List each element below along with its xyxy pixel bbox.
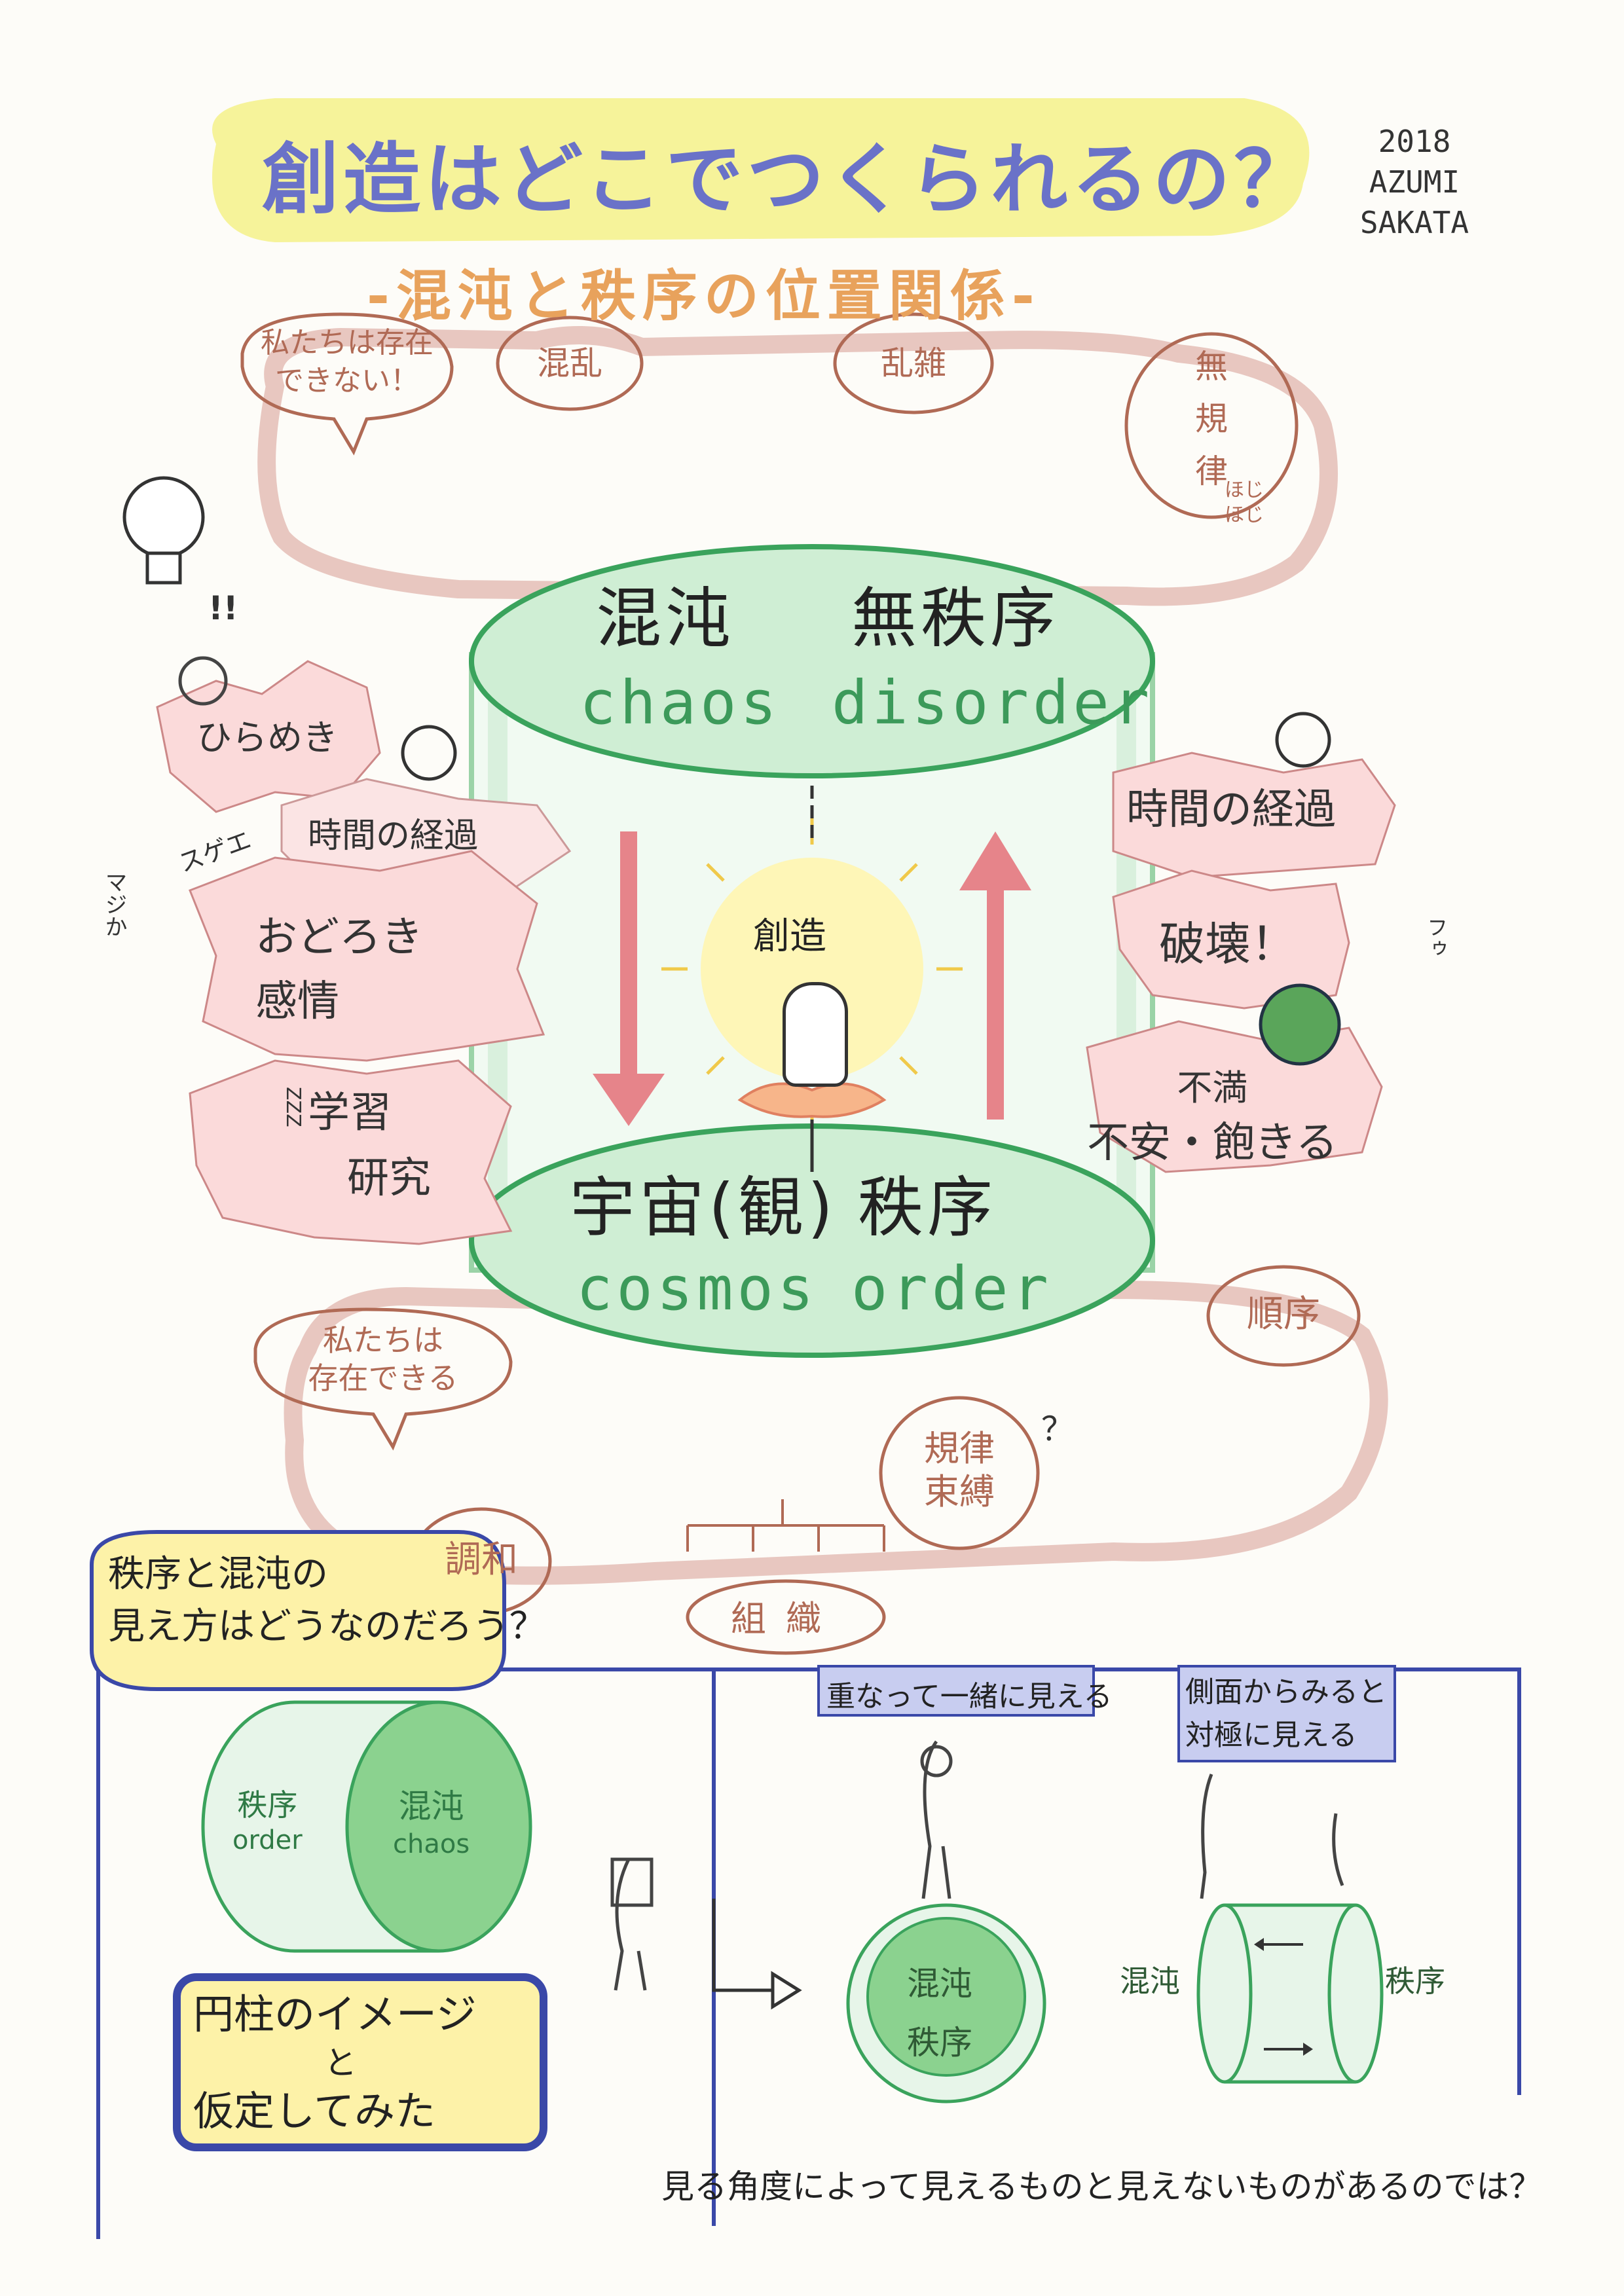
chaos-world-cloud: [257, 326, 1338, 606]
page-title: 創造はどこでつくられるの？: [262, 134, 1316, 225]
order-jp: 秩序: [858, 1169, 997, 1246]
view2-order: 秩序: [1385, 1963, 1445, 1999]
stopwatch-icon-right: [1275, 712, 1331, 768]
stopwatch-icon-left: [401, 725, 457, 781]
sleep-zzz: ZZZ: [282, 1087, 304, 1127]
bubble-can-exist: 私たちは 存在できる: [308, 1322, 458, 1396]
destruction-label: 破壊！: [1159, 917, 1297, 971]
page-subtitle: -混沌と秩序の位置関係-: [367, 264, 1041, 328]
lightbulb-icon: [122, 476, 205, 585]
question-mark: ？: [1041, 1410, 1074, 1448]
bubble-harmony: 調和: [445, 1539, 518, 1581]
nose-picking-sound: ほじ ほじ: [1225, 479, 1264, 526]
view2-chaos: 混沌: [1120, 1963, 1180, 1999]
disorder-jp: 無秩序: [851, 580, 1060, 657]
fuu-sound: フゥ: [1424, 917, 1449, 958]
time-passing-left: 時間の経過: [308, 816, 479, 856]
bubble-confusion: 混乱: [537, 344, 602, 382]
lotus: [737, 1082, 887, 1118]
reaction-really: マジか: [101, 871, 127, 938]
figures: [178, 656, 1344, 1991]
conclusion: 見る角度によって見えるものと見えないものがあるのでは？: [661, 2168, 1542, 2206]
burst-study: [189, 1059, 513, 1245]
surprise-emotion: おどろき 感情: [255, 913, 423, 1026]
burst-destroy: [1112, 869, 1350, 1010]
chaos-en: chaos: [580, 668, 781, 738]
signature: 2018 AZUMI SAKATA: [1359, 124, 1469, 240]
view1-label: 重なって一緒に見える: [826, 1680, 1113, 1713]
view2-label: 側面からみると 対極に見える: [1185, 1675, 1387, 1752]
burst-surprise: [189, 850, 545, 1062]
dissatisfied-label: 不満 不安・飽きる: [1087, 1067, 1338, 1167]
burst-inspiration: [156, 660, 381, 813]
overlap-circle: [866, 1917, 1026, 2077]
chaos-end-circle: [345, 1700, 532, 1953]
bubble-sequence: 順序: [1247, 1293, 1320, 1336]
inspiration-label: ひらめき: [196, 717, 338, 758]
study-research: 学習 研究: [308, 1089, 431, 1203]
view1-circle-text: 混沌 秩序: [907, 1965, 972, 2062]
disorder-en: disorder: [832, 668, 1154, 738]
buddha-figure: [783, 982, 848, 1087]
cyl-order-label: 秩序 order: [232, 1787, 303, 1855]
hypothesis-box: [173, 1973, 547, 2151]
exclamation: !!: [208, 589, 238, 627]
watermelon-icon: [1259, 983, 1341, 1066]
creation-glow: [701, 858, 923, 1080]
question-bubble: [90, 1530, 506, 1691]
creation-label: 創造: [753, 915, 826, 958]
order-en: order: [851, 1254, 1052, 1324]
time-passing-right: 時間の経過: [1126, 786, 1336, 834]
bubble-organization: 組織: [731, 1598, 841, 1639]
cosmos-jp: 宇宙(観): [570, 1169, 838, 1246]
title-highlight: [212, 98, 1310, 242]
cyl-chaos-label: 混沌 chaos: [393, 1787, 470, 1859]
bubble-undisciplined: 無 規 律: [1195, 348, 1228, 490]
bubble-clutter: 乱雑: [881, 344, 946, 382]
chaos-disc: [469, 544, 1155, 778]
hypothesis-text: 円柱のイメージ と 仮定してみた: [193, 1990, 477, 2135]
bubble-cannot-exist: 私たちは存在 できない！: [261, 326, 434, 397]
arrow-down: [593, 1074, 665, 1126]
panel-question: 秩序と混沌の 見え方はどうなのだろう？: [108, 1553, 546, 1648]
chaos-jp: 混沌: [596, 580, 735, 657]
bubble-rules: 規律 束縛: [924, 1428, 995, 1512]
transition-arrow: [712, 1899, 773, 1992]
cosmos-en: cosmos: [576, 1254, 818, 1324]
burst-time-right: [1112, 752, 1396, 879]
arrow-up: [959, 831, 1031, 890]
